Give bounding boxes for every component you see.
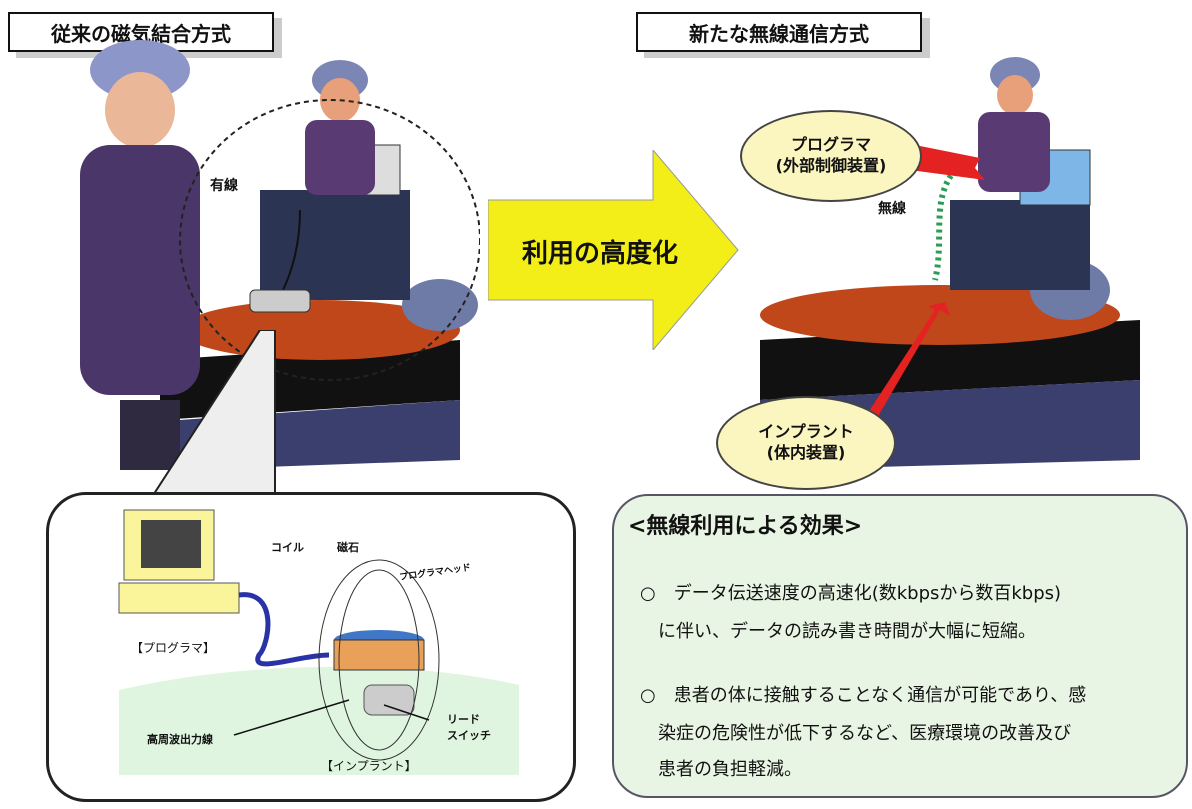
red-arrow-programmer — [910, 145, 985, 180]
reed-switch-label-line2: スイッチ — [447, 729, 491, 742]
implant-oval-line2: (体内装置) — [766, 443, 846, 462]
wired-dashed-circle — [179, 99, 480, 381]
implant-caption: 【インプラント】 — [321, 759, 417, 773]
programmer-head-on-patient — [249, 289, 311, 313]
effects-title: <無線利用による効果> — [628, 514, 863, 539]
doctor-face — [997, 75, 1033, 115]
right-section-title: 新たな無線通信方式 — [636, 12, 922, 52]
coil-label: コイル — [271, 541, 304, 554]
programmer-cable — [238, 592, 330, 667]
effect-item1-line2: に伴い、データの読み書き時間が大幅に短縮。 — [658, 621, 1036, 642]
bubble-pointer — [148, 330, 276, 500]
reed-switch-label-line1: リード — [447, 713, 480, 726]
laptop-screen — [141, 520, 201, 568]
effect-item1-line1: ○ データ伝送速度の高速化(数kbpsから数百kbps) — [640, 583, 1062, 604]
doctor1-body — [80, 145, 200, 395]
implant-device — [363, 684, 415, 716]
patient-head — [402, 279, 478, 331]
wireless-label: 無線 — [878, 201, 906, 217]
doctor-body — [978, 112, 1050, 192]
wired-label: 有線 — [210, 178, 238, 194]
implant-oval-line1: インプラント — [758, 422, 854, 442]
doctor1-face — [105, 72, 175, 148]
device-cart — [260, 190, 410, 300]
programmer-head-body — [333, 639, 425, 671]
patient-body — [760, 285, 1120, 345]
magnetic-field-lines-inner — [338, 569, 420, 751]
laptop-base — [118, 582, 240, 614]
effect-item2-line3: 患者の負担軽減。 — [658, 759, 802, 780]
doctor1-legs — [120, 400, 180, 470]
reed-switch-pointer — [383, 704, 430, 721]
hf-output-label: 高周波出力線 — [147, 733, 213, 746]
detail-bubble: コイル 磁石 プログラマヘッド 【プログラマ】 高周波出力線 リード スイッチ … — [46, 492, 576, 802]
arrow-text: 利用の高度化 — [522, 239, 679, 269]
body-tissue — [119, 666, 519, 775]
effects-panel: <無線利用による効果> ○ データ伝送速度の高速化(数kbpsから数百kbps)… — [612, 494, 1188, 798]
hf-output-pointer — [233, 699, 350, 736]
programmer-oval: プログラマ (外部制御装置) — [740, 110, 922, 202]
programmer-caption: 【プログラマ】 — [131, 641, 216, 655]
doctor2-body — [305, 120, 375, 195]
programmer-oval-line1: プログラマ — [790, 135, 871, 155]
effect-item2-line2: 染症の危険性が低下するなど、医療環境の改善及び — [658, 723, 1072, 744]
implant-oval: インプラント (体内装置) — [716, 396, 896, 490]
red-arrow-implant — [860, 302, 950, 430]
detail-illustration — [118, 509, 519, 775]
programmer-oval-line2: (外部制御装置) — [775, 156, 887, 175]
right-scene-illustration — [760, 57, 1140, 470]
magnetic-field-lines — [318, 559, 440, 761]
effect-item2-line1: ○ 患者の体に接触することなく通信が可能であり、感 — [640, 685, 1087, 706]
big-arrow — [488, 150, 739, 350]
magnet-label: 磁石 — [337, 541, 359, 554]
wireless-waves — [932, 168, 958, 281]
right-section-title-text: 新たな無線通信方式 — [689, 21, 869, 46]
device-cart — [950, 200, 1090, 290]
